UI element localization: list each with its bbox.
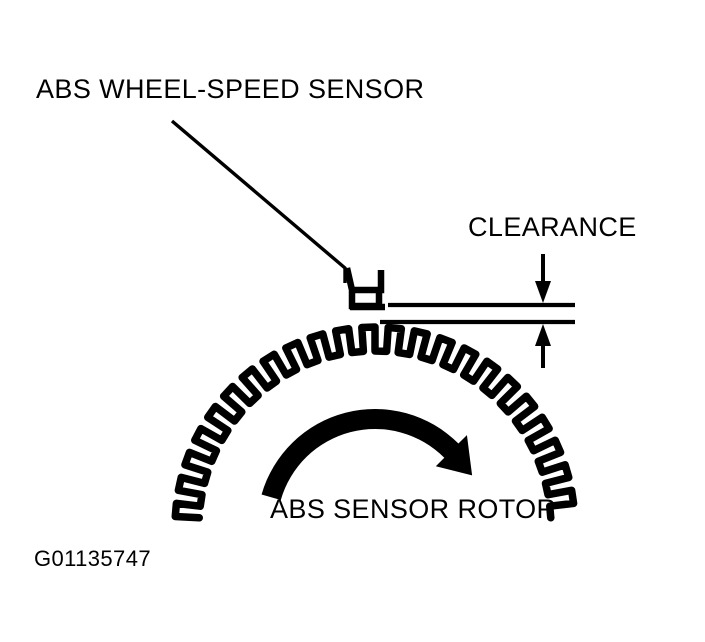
rotation-direction-arrow xyxy=(261,408,473,500)
clearance-arrow-lower-head xyxy=(535,324,551,346)
abs-wheel-speed-sensor-body xyxy=(343,267,385,311)
clearance-label: CLEARANCE xyxy=(468,212,637,242)
sensor-label: ABS WHEEL-SPEED SENSOR xyxy=(36,74,424,104)
rotor-label: ABS SENSOR ROTOR xyxy=(270,494,556,524)
clearance-gap-lines xyxy=(380,302,575,325)
sensor-leader-line xyxy=(170,119,347,283)
figure-id-label: G01135747 xyxy=(34,546,151,571)
clearance-arrow-upper-head xyxy=(535,281,551,303)
sensor-bracket-outline xyxy=(343,267,385,294)
abs-sensor-rotor-teeth xyxy=(171,323,578,522)
clearance-dimension-arrows xyxy=(535,254,551,368)
